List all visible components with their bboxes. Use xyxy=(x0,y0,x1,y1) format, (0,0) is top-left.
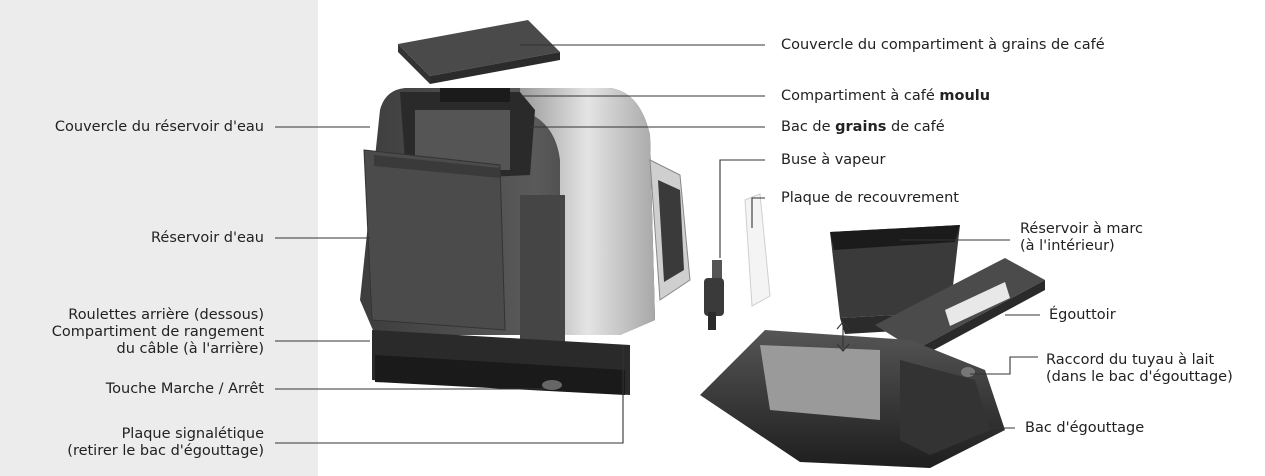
left-panel xyxy=(0,0,318,476)
label-steam-nozzle: Buse à vapeur xyxy=(781,152,886,168)
label-water-tank-lid: Couvercle du réservoir d'eau xyxy=(54,119,264,135)
double-arrow-icon xyxy=(836,321,850,352)
label-grounds-container: Réservoir à marc(à l'intérieur) xyxy=(1020,221,1143,254)
bean-compartment-lid xyxy=(398,20,560,84)
cover-plate xyxy=(744,193,771,307)
label-bean-compartment-lid: Couvercle du compartiment à grains de ca… xyxy=(781,37,1105,53)
label-drip-grid: Égouttoir xyxy=(1049,307,1116,323)
label-cover-plate: Plaque de recouvrement xyxy=(781,190,959,206)
coffee-machine-body xyxy=(360,88,691,395)
drip-tray xyxy=(700,330,1005,468)
label-ground-coffee-compartment: Compartiment à café moulu xyxy=(781,88,991,104)
steam-nozzle xyxy=(704,260,724,330)
label-bean-container: Bac de grains de café xyxy=(781,119,945,135)
label-water-tank: Réservoir d'eau xyxy=(150,230,264,246)
label-milk-hose-connector: Raccord du tuyau à lait(dans le bac d'ég… xyxy=(1046,352,1233,385)
label-rear-wheels-cable-storage: Roulettes arrière (dessous)Compartiment … xyxy=(51,307,264,357)
drip-grid xyxy=(875,258,1045,360)
label-power-button: Touche Marche / Arrêt xyxy=(105,381,264,397)
leader-lines xyxy=(275,44,1040,444)
label-rating-plate: Plaque signalétique(retirer le bac d'égo… xyxy=(67,426,264,459)
label-drip-tray: Bac d'égouttage xyxy=(1025,420,1145,436)
